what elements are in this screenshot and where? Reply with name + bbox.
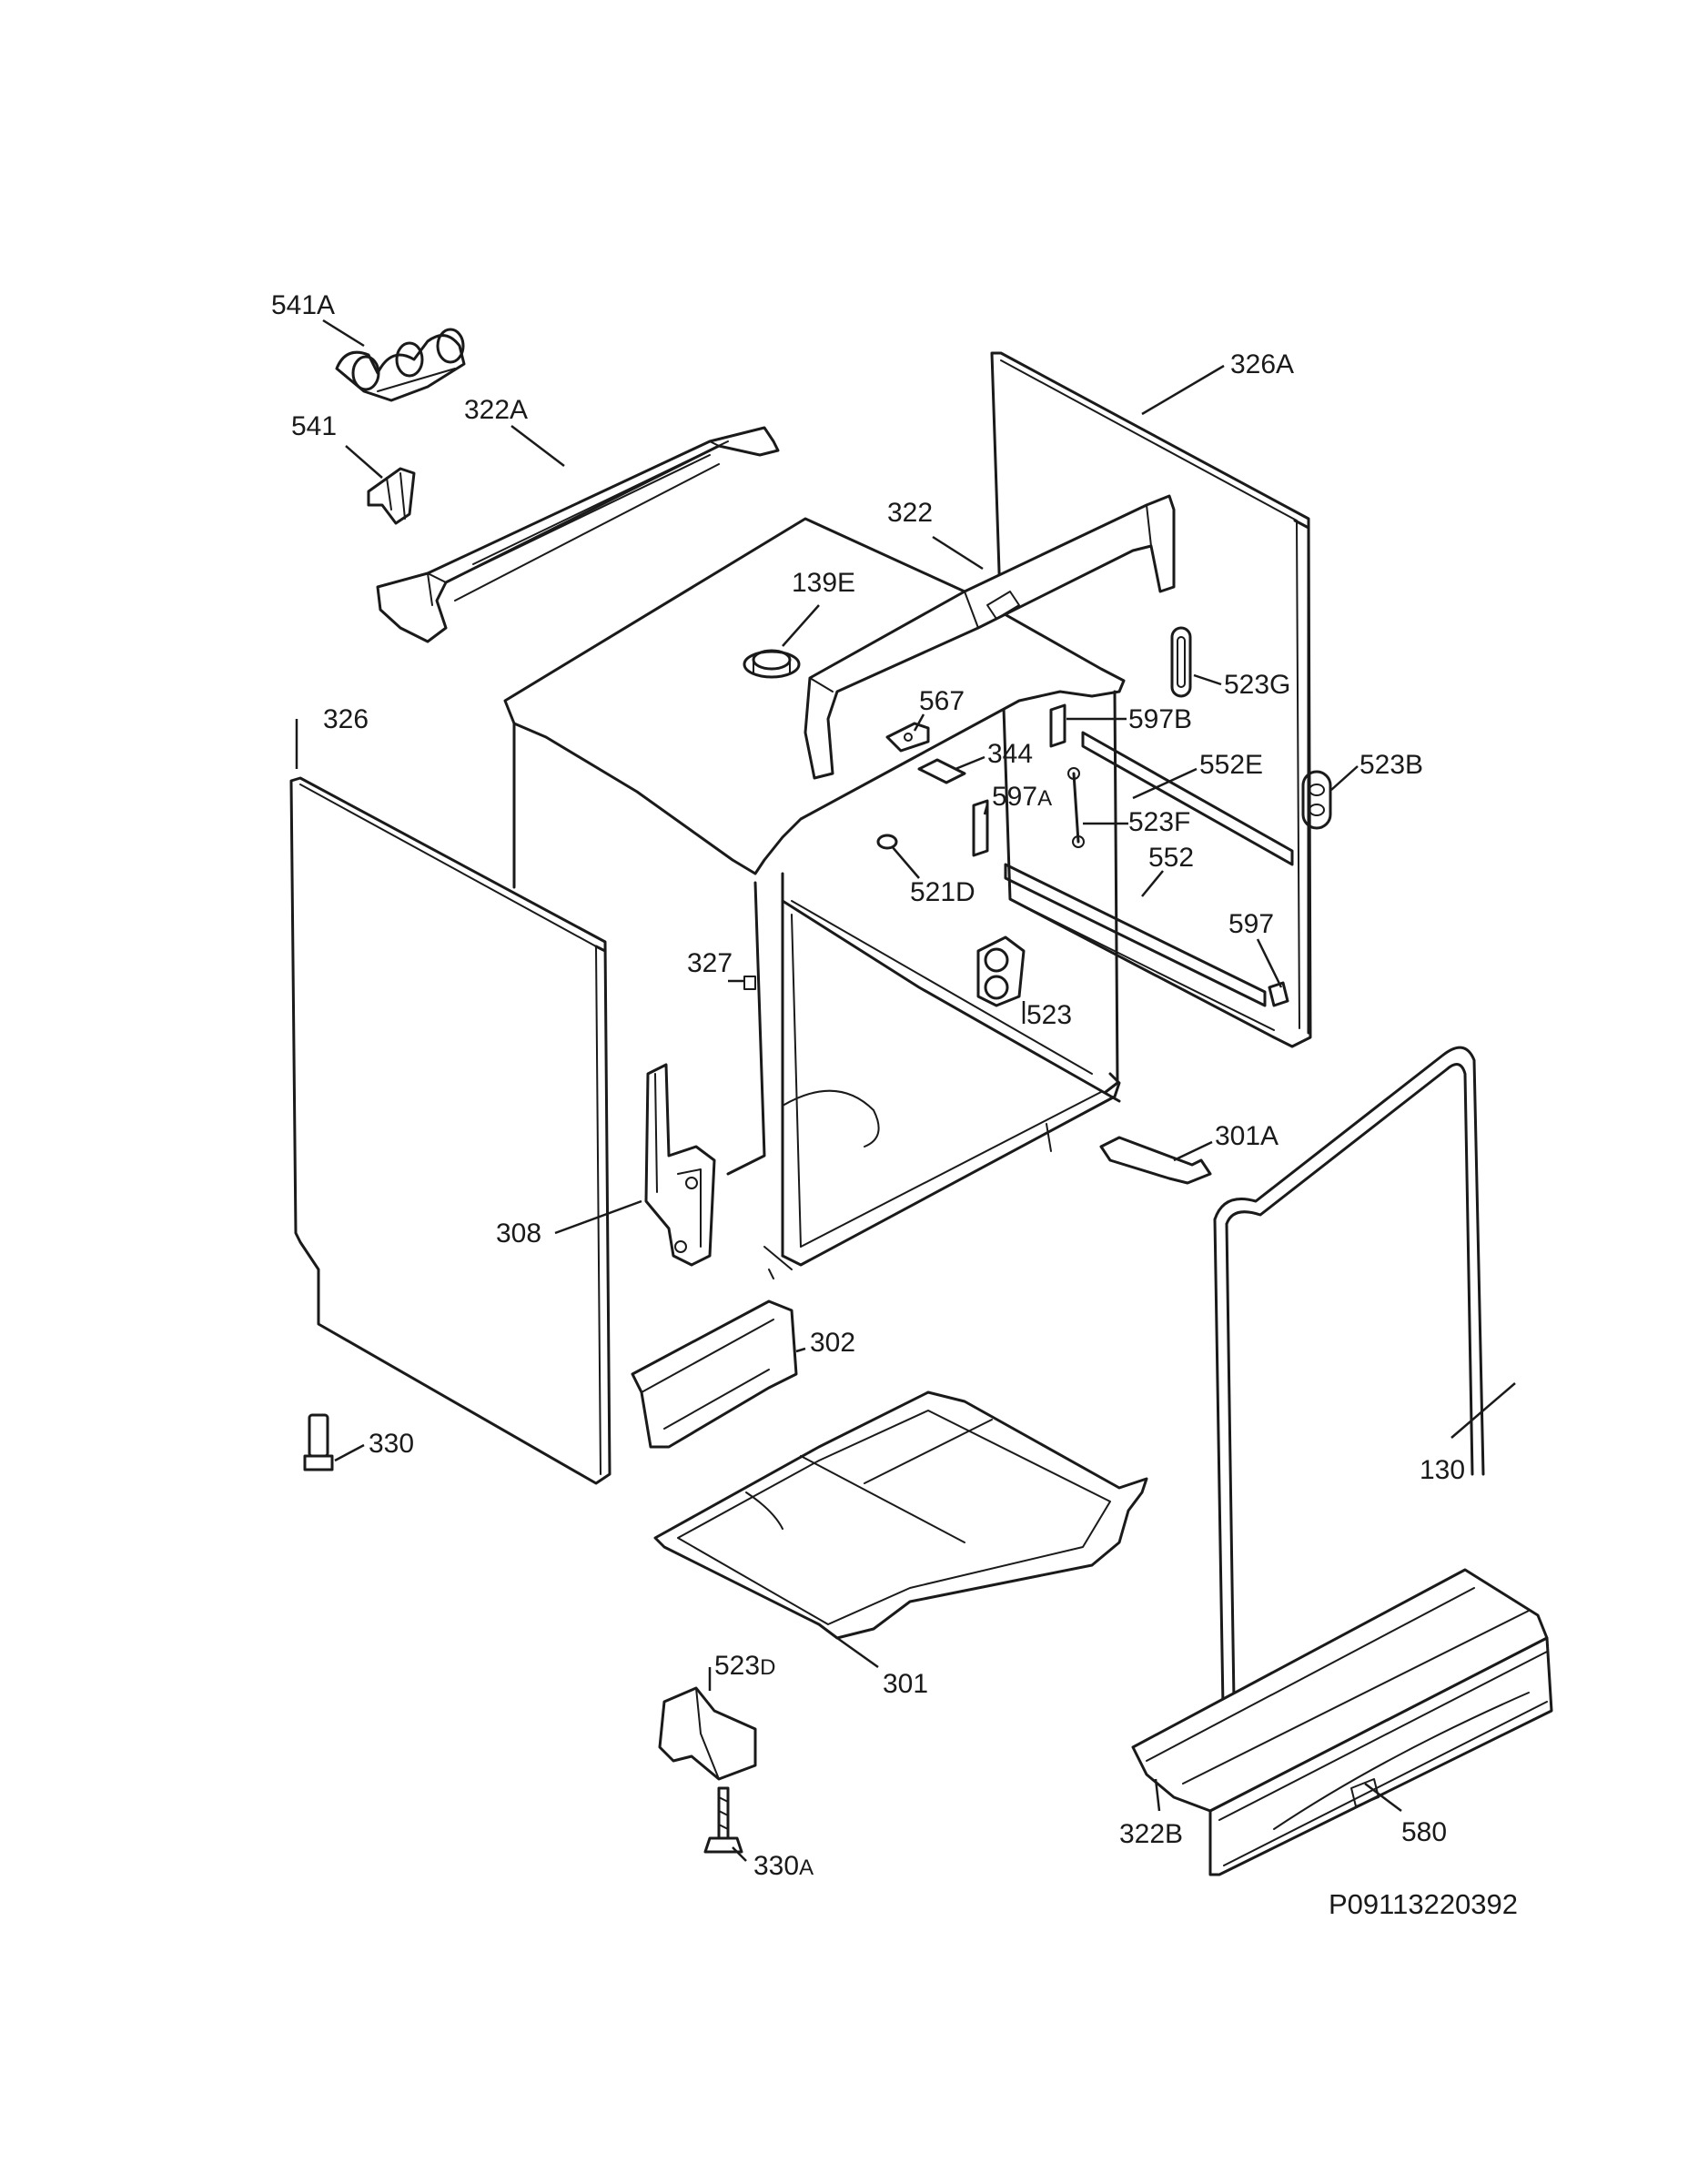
label-580: 580 — [1401, 1817, 1447, 1847]
label-330A-sub: A — [799, 1855, 814, 1880]
label-344: 344 — [987, 739, 1033, 769]
leader-lines — [295, 318, 1516, 1862]
label-541A: 541A — [271, 290, 335, 320]
label-523D-sub: D — [760, 1655, 775, 1680]
label-330: 330 — [369, 1429, 414, 1459]
part-130-door-seal — [1213, 1046, 1485, 1763]
label-301A: 301A — [1215, 1121, 1279, 1151]
part-523D-bracket — [658, 1686, 757, 1781]
label-308: 308 — [496, 1218, 541, 1249]
label-523G: 523G — [1224, 670, 1290, 700]
label-301: 301 — [883, 1669, 928, 1699]
part-344-bracket — [917, 758, 966, 784]
part-322A-top-rail — [376, 426, 780, 643]
part-597B-clip — [1049, 703, 1066, 748]
label-326: 326 — [323, 704, 369, 734]
part-330-leveler — [303, 1413, 334, 1471]
part-552E-rail — [1081, 731, 1294, 866]
label-552: 552 — [1148, 843, 1194, 873]
part-139E-nut — [743, 649, 801, 679]
label-130: 130 — [1420, 1455, 1465, 1485]
label-523F: 523F — [1128, 807, 1190, 837]
part-580-base-channel — [1208, 1636, 1553, 1876]
part-523-seal — [976, 935, 1026, 1007]
part-326-left-panel — [289, 776, 611, 1485]
label-552E: 552E — [1199, 750, 1263, 780]
label-139E: 139E — [792, 568, 855, 598]
part-523G-gasket — [1170, 626, 1192, 698]
label-322A: 322A — [464, 395, 528, 425]
label-521D: 521D — [910, 877, 975, 907]
label-597: 597 — [1228, 909, 1274, 939]
part-327-clip — [743, 976, 756, 990]
label-523D-main: 523 — [714, 1651, 760, 1681]
document-id: P09113220392 — [1329, 1888, 1518, 1920]
part-330A-screw — [703, 1786, 743, 1854]
label-330A-main: 330 — [753, 1851, 799, 1881]
label-523B: 523B — [1359, 750, 1423, 780]
label-597A-main: 597 — [992, 782, 1037, 812]
label-567: 567 — [919, 686, 965, 716]
part-326A-right-panel — [990, 351, 1312, 1048]
label-523D: 523D — [714, 1651, 775, 1681]
part-541A-clip — [335, 328, 466, 402]
label-322: 322 — [887, 498, 933, 528]
part-302-front-panel — [631, 1299, 798, 1449]
label-541: 541 — [291, 411, 337, 441]
part-597A-clip — [972, 799, 989, 857]
part-322-top-frame — [804, 494, 1176, 780]
label-597B: 597B — [1128, 704, 1192, 734]
callout-labels: 541A 541 322A 326A 322 139E 523G 567 597… — [271, 290, 1465, 1881]
label-326A: 326A — [1230, 349, 1294, 379]
part-308-hinge — [644, 1063, 716, 1267]
part-541-bracket — [367, 467, 416, 525]
label-302: 302 — [810, 1328, 855, 1358]
label-597A-sub: A — [1037, 786, 1052, 811]
part-301-base-frame — [653, 1390, 1148, 1640]
part-552-rail — [1004, 863, 1267, 1007]
part-567-clip — [885, 722, 930, 753]
label-322B: 322B — [1119, 1819, 1183, 1849]
part-521D-plug — [876, 834, 898, 850]
part-523B-seal — [1301, 770, 1332, 830]
label-523: 523 — [1026, 1000, 1072, 1030]
part-301A-foot — [1099, 1136, 1212, 1185]
label-330A: 330A — [753, 1851, 814, 1881]
part-523F-rod — [1067, 767, 1085, 848]
label-327: 327 — [687, 948, 733, 978]
label-597A: 597A — [992, 782, 1052, 812]
